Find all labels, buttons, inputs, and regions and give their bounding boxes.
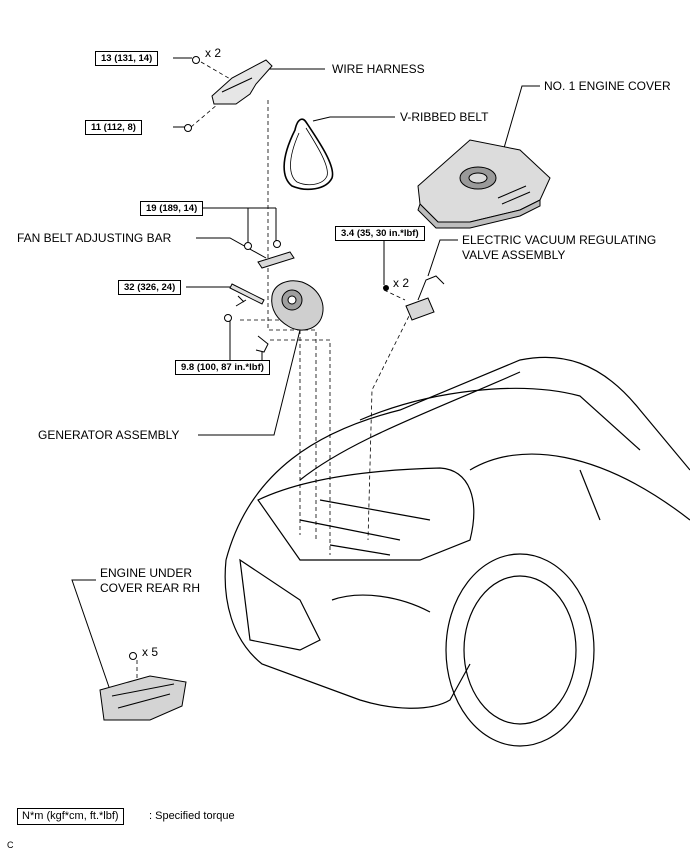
v-ribbed-belt-shape xyxy=(283,118,334,191)
legend-text: : Specified torque xyxy=(149,810,235,822)
bolt-32 xyxy=(229,283,265,307)
fan-belt-adjusting-bar-label: FAN BELT ADJUSTING BAR xyxy=(17,231,172,245)
leader-fan-belt-bar xyxy=(196,237,267,259)
quantity-under-cover: x 5 xyxy=(142,645,159,659)
evrv-label-line1: ELECTRIC VACUUM REGULATING xyxy=(462,233,657,247)
leader-engine-cover xyxy=(503,85,540,149)
quantity-evrv: x 2 xyxy=(393,276,410,290)
generator-assembly-label: GENERATOR ASSEMBLY xyxy=(38,428,180,442)
leader-v-ribbed-belt xyxy=(312,116,395,122)
fan-belt-adjusting-bar-shape xyxy=(244,240,295,269)
torque-32: 32 (326, 24) xyxy=(118,280,182,295)
engine-cover-label: NO. 1 ENGINE COVER xyxy=(544,79,671,93)
under-cover-label-line1: ENGINE UNDER xyxy=(100,566,193,580)
figure-code: C xyxy=(7,840,14,850)
bolt-13 xyxy=(192,56,200,64)
leader-under-cover xyxy=(71,579,111,691)
leader-evrv xyxy=(427,239,458,277)
leader-19 xyxy=(190,207,277,242)
wire-harness-label: WIRE HARNESS xyxy=(332,62,425,76)
nut-9-8 xyxy=(224,314,232,322)
torque-11: 11 (112, 8) xyxy=(85,120,142,135)
under-cover-shape xyxy=(99,675,187,721)
torque-13: 13 (131, 14) xyxy=(95,51,159,66)
torque-3-4: 3.4 (35, 30 in.*lbf) xyxy=(335,226,425,241)
wire-harness-bracket xyxy=(211,59,273,105)
engine-cover-shape xyxy=(417,139,551,229)
evrv-shape xyxy=(383,275,445,321)
generator-shape xyxy=(271,280,324,331)
legend-box: N*m (kgf*cm, ft.*lbf) xyxy=(17,808,124,825)
connector-plug xyxy=(255,335,269,362)
clip xyxy=(129,652,137,660)
leader-generator xyxy=(198,329,301,436)
torque-9-8: 9.8 (100, 87 in.*lbf) xyxy=(175,360,270,375)
quantity-bolt-13: x 2 xyxy=(205,46,222,60)
v-ribbed-belt-label: V-RIBBED BELT xyxy=(400,110,489,124)
car-shape xyxy=(224,356,690,747)
under-cover-label-line2: COVER REAR RH xyxy=(100,581,201,595)
torque-19: 19 (189, 14) xyxy=(140,201,204,216)
evrv-label-line2: VALVE ASSEMBLY xyxy=(462,248,566,262)
bolt-11 xyxy=(184,124,192,132)
